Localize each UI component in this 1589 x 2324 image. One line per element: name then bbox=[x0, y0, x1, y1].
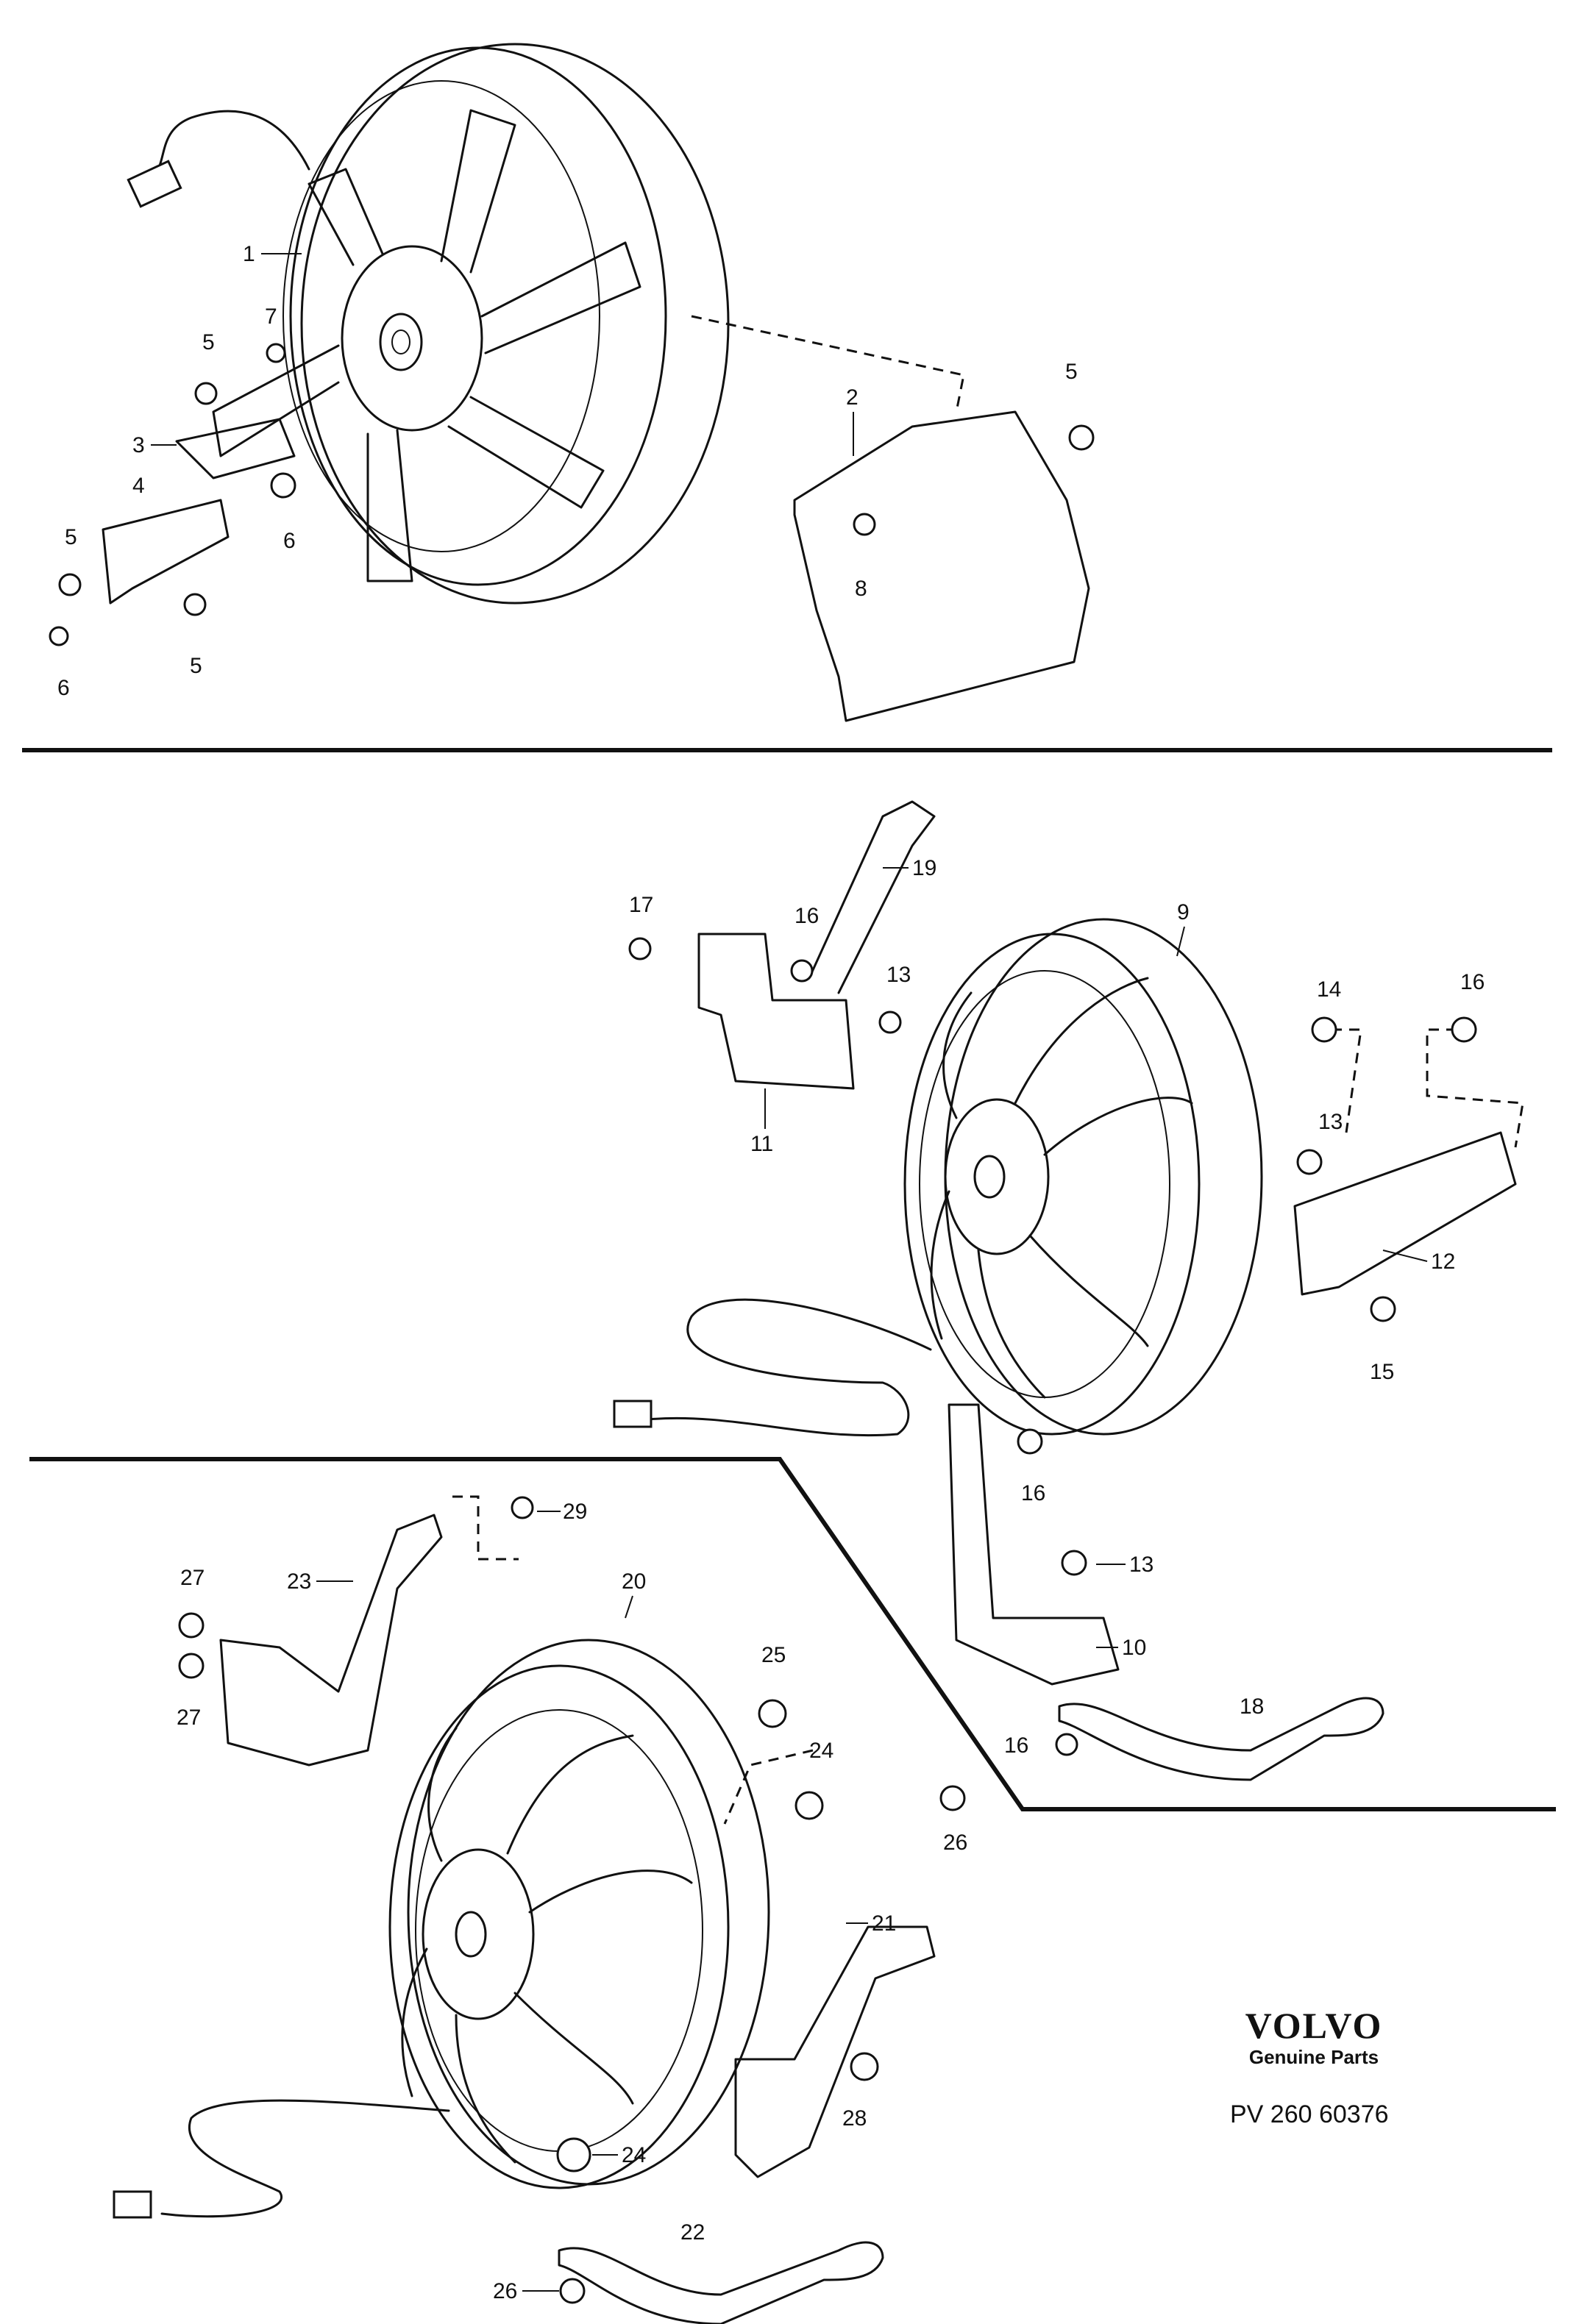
fan-top bbox=[212, 43, 730, 605]
bracket-10 bbox=[948, 1403, 1120, 1686]
harness-bottom bbox=[160, 2099, 450, 2218]
callout-14: 14 bbox=[1317, 977, 1341, 1002]
callout-26b: 26 bbox=[493, 2279, 517, 2303]
callout-5b: 5 bbox=[65, 525, 77, 549]
callout-17: 17 bbox=[629, 893, 653, 917]
bracket-11 bbox=[697, 933, 855, 1090]
callout-1: 1 bbox=[243, 242, 255, 266]
callout-5a: 5 bbox=[202, 330, 215, 354]
callout-24a: 24 bbox=[809, 1739, 833, 1763]
callout-6b: 6 bbox=[57, 676, 70, 700]
callout-11: 11 bbox=[750, 1132, 773, 1156]
volvo-logo: VOLVO bbox=[1245, 2005, 1383, 2046]
callout-8: 8 bbox=[855, 577, 867, 601]
connector-bottom bbox=[113, 2190, 152, 2219]
callout-16a: 16 bbox=[794, 904, 819, 928]
bracket-12 bbox=[1293, 1131, 1517, 1296]
connector-top bbox=[127, 160, 182, 208]
callout-27a: 27 bbox=[180, 1566, 205, 1590]
callout-13b: 13 bbox=[1318, 1110, 1343, 1134]
connector-middle bbox=[613, 1400, 653, 1428]
stay-19 bbox=[808, 800, 936, 994]
callout-16d: 16 bbox=[1004, 1733, 1028, 1758]
callout-6a: 6 bbox=[283, 529, 296, 553]
bracket-4 bbox=[102, 499, 230, 605]
callout-12: 12 bbox=[1431, 1250, 1455, 1274]
bracket-21 bbox=[734, 1925, 936, 2178]
callout-27b: 27 bbox=[177, 1705, 201, 1730]
shroud-bracket-2 bbox=[793, 410, 1090, 722]
stay-22 bbox=[558, 2241, 884, 2324]
callout-28: 28 bbox=[842, 2106, 867, 2131]
callout-5d: 5 bbox=[1065, 360, 1078, 384]
callout-19: 19 bbox=[912, 856, 936, 880]
callout-25: 25 bbox=[761, 1643, 786, 1667]
callout-13c: 13 bbox=[1129, 1553, 1153, 1577]
callout-24b: 24 bbox=[622, 2143, 646, 2167]
callout-20: 20 bbox=[622, 1569, 646, 1594]
bracket-23 bbox=[219, 1514, 443, 1767]
brand-block: VOLVO Genuine Parts bbox=[1226, 2006, 1402, 2070]
callout-16c: 16 bbox=[1021, 1481, 1045, 1505]
harness-top bbox=[157, 110, 310, 171]
callout-13a: 13 bbox=[886, 963, 911, 987]
harness-middle bbox=[646, 1298, 932, 1437]
fan-middle bbox=[903, 918, 1263, 1436]
callout-10: 10 bbox=[1122, 1636, 1146, 1660]
callout-16b: 16 bbox=[1460, 970, 1485, 994]
bracket-3 bbox=[175, 418, 296, 480]
brand-tagline: Genuine Parts bbox=[1248, 2046, 1379, 2068]
stay-18 bbox=[1058, 1697, 1384, 1781]
callout-22: 22 bbox=[680, 2220, 705, 2245]
callout-4: 4 bbox=[132, 474, 145, 498]
callout-7: 7 bbox=[265, 304, 277, 329]
callout-23: 23 bbox=[287, 1569, 311, 1594]
callout-26a: 26 bbox=[943, 1831, 967, 1855]
callout-5c: 5 bbox=[190, 654, 202, 678]
callout-18: 18 bbox=[1240, 1694, 1264, 1719]
callout-9: 9 bbox=[1177, 900, 1190, 924]
callout-15: 15 bbox=[1370, 1360, 1394, 1384]
callout-29: 29 bbox=[563, 1500, 587, 1524]
callout-2: 2 bbox=[846, 385, 859, 410]
callout-3: 3 bbox=[132, 433, 145, 457]
reference-number: PV 260 60376 bbox=[1230, 2100, 1389, 2128]
divider-bottom bbox=[29, 1457, 1556, 1811]
callout-21: 21 bbox=[872, 1911, 896, 1936]
